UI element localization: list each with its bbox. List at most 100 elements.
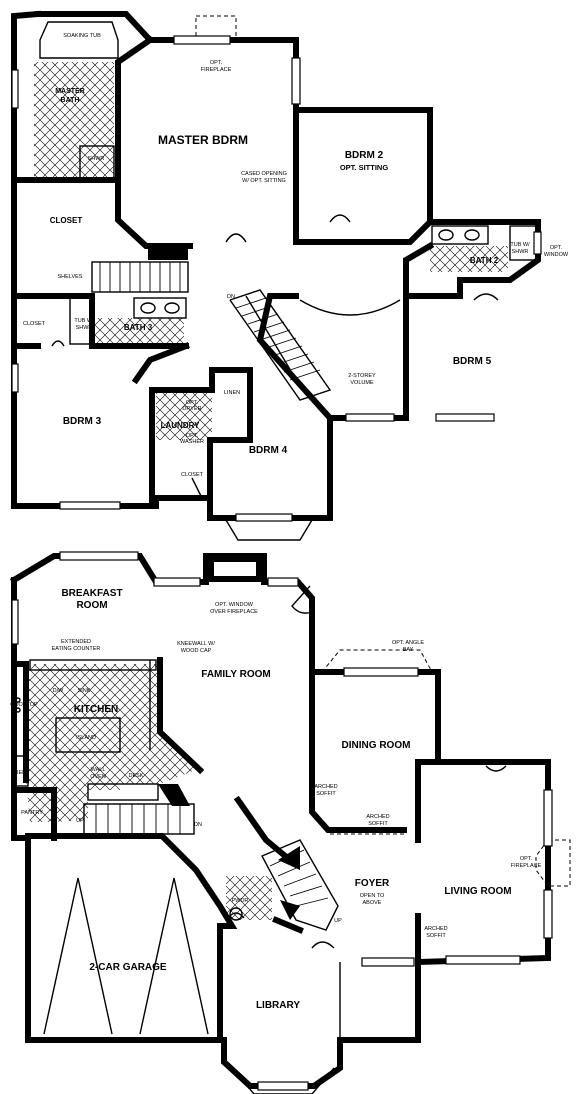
main-fireplace bbox=[206, 556, 264, 582]
label-opt-washer-2: WASHER bbox=[180, 439, 204, 445]
label-sink: SINK bbox=[78, 688, 91, 694]
label-foyer: FOYER bbox=[355, 878, 390, 889]
label-bdrm2: BDRM 2 bbox=[345, 150, 384, 161]
label-linen: LINEN bbox=[224, 390, 240, 396]
upper-windows bbox=[11, 35, 542, 522]
label-tub-shwr-2-1: TUB W/ bbox=[510, 242, 530, 248]
opt-angle-bay bbox=[321, 649, 433, 673]
label-pantry: PANTRY bbox=[21, 810, 43, 816]
label-garage: 2-CAR GARAGE bbox=[89, 962, 167, 973]
upper-interior-wall-a bbox=[11, 35, 155, 183]
upper-interior-wall-b bbox=[115, 177, 193, 249]
bath3-sinks bbox=[69, 297, 187, 345]
label-closet-master: CLOSET bbox=[50, 216, 83, 225]
label-opt-window-fp-2: OVER FIREPLACE bbox=[210, 609, 258, 615]
label-desk: DESK bbox=[129, 773, 144, 779]
label-closet-bdrm4: CLOSET bbox=[181, 472, 204, 478]
label-two-storey-1: 2-STOREY bbox=[348, 373, 376, 379]
main-windows bbox=[11, 551, 553, 1091]
label-library: LIBRARY bbox=[256, 1000, 300, 1011]
label-arched-soffit-3a: ARCHED bbox=[424, 926, 447, 932]
label-arched-soffit-3b: SOFFIT bbox=[426, 933, 446, 939]
label-open-to-above-2: ABOVE bbox=[363, 900, 382, 906]
label-soaking-tub: SOAKING TUB bbox=[63, 33, 101, 39]
label-shwr-master: SHWR bbox=[88, 156, 105, 162]
label-opt-dryer-2: DRYER bbox=[182, 406, 201, 412]
upper-floor-plan bbox=[11, 10, 542, 541]
label-open-to-above-1: OPEN TO bbox=[360, 893, 385, 899]
main-interior-wall-h bbox=[233, 795, 295, 865]
foyer-stairs bbox=[261, 839, 339, 931]
label-breakfast-room-2: ROOM bbox=[76, 600, 107, 611]
pwdr-tile bbox=[226, 876, 272, 920]
main-interior-wall-g bbox=[11, 787, 57, 841]
label-tub-shwr-3-1: TUB W/ bbox=[74, 318, 94, 324]
label-kneewall-1: KNEEWALL W/ bbox=[177, 641, 215, 647]
label-dw: D/W bbox=[53, 688, 65, 694]
main-floor-plan bbox=[9, 551, 571, 1094]
living-opt-fireplace bbox=[535, 839, 571, 887]
label-ref: REF bbox=[15, 770, 27, 776]
label-arched-soffit-1b: SOFFIT bbox=[316, 791, 336, 797]
label-opt-window-fp-1: OPT. WINDOW bbox=[215, 602, 254, 608]
upper-interior-wall-c bbox=[11, 293, 189, 349]
label-up-kitchen: UP bbox=[76, 818, 84, 824]
label-master-bath-1: MASTER bbox=[55, 88, 85, 95]
main-interior-wall-i bbox=[272, 916, 304, 934]
garage-door-tracks bbox=[43, 877, 209, 1035]
library-bay bbox=[231, 1067, 335, 1094]
label-kneewall-2: WOOD CAP bbox=[181, 648, 212, 654]
upper-rear-stair bbox=[91, 244, 189, 293]
laundry-tile bbox=[156, 392, 212, 440]
label-kitchen: KITCHEN bbox=[74, 704, 118, 715]
upper-stairs bbox=[229, 289, 332, 401]
label-shelves: SHELVES bbox=[58, 274, 83, 280]
label-dn-main: DN bbox=[194, 822, 202, 828]
label-opt-sitting: OPT. SITTING bbox=[340, 163, 389, 172]
label-closet-bdrm3: CLOSET bbox=[23, 321, 46, 327]
upper-interior-wall-j bbox=[131, 342, 190, 385]
label-opt-washer-1: OPT. bbox=[186, 433, 199, 439]
label-family-room: FAMILY ROOM bbox=[201, 669, 270, 680]
main-interior-wall-e bbox=[157, 657, 205, 775]
label-opt-fireplace-1: OPT. bbox=[210, 60, 223, 66]
label-dining-room: DINING ROOM bbox=[342, 740, 411, 751]
label-bath2: BATH 2 bbox=[470, 256, 499, 265]
main-labels: BREAKFAST ROOM OPT. WINDOW OVER FIREPLAC… bbox=[10, 588, 541, 1011]
label-opt-angle-bay-2: BAY bbox=[403, 647, 414, 653]
label-cased-opening-2: W/ OPT. SITTING bbox=[242, 178, 286, 184]
main-doors bbox=[227, 585, 507, 949]
main-interior-wall-b bbox=[415, 759, 441, 843]
label-bdrm4: BDRM 4 bbox=[249, 445, 288, 456]
label-arched-soffit-2b: SOFFIT bbox=[368, 821, 388, 827]
main-interior-wall-d bbox=[309, 759, 407, 833]
label-cooktop: COOKTOP bbox=[10, 702, 38, 708]
label-island: ISLAND bbox=[76, 735, 96, 741]
label-dn-upper: DN bbox=[227, 294, 235, 300]
label-tub-shwr-2-2: SHWR bbox=[512, 249, 529, 255]
arched-soffit-foyer bbox=[329, 827, 407, 835]
upper-doors bbox=[51, 214, 499, 499]
label-up-foyer: UP bbox=[334, 918, 342, 924]
label-opt-window-2: WINDOW bbox=[544, 252, 569, 258]
label-bdrm5: BDRM 5 bbox=[453, 356, 492, 367]
bdrm4-bay bbox=[225, 519, 313, 541]
label-pwdr: PWDR bbox=[232, 898, 249, 904]
label-opt-angle-bay-1: OPT. ANGLE bbox=[392, 640, 424, 646]
label-ext-counter-2: EATING COUNTER bbox=[52, 646, 101, 652]
label-opt-fp-living-2: FIREPLACE bbox=[511, 863, 542, 869]
front-porch bbox=[339, 962, 418, 1041]
label-bdrm3: BDRM 3 bbox=[63, 416, 102, 427]
upper-interior-wall-f bbox=[403, 241, 435, 299]
label-wall-oven-2: OVEN bbox=[90, 774, 106, 780]
label-arched-soffit-1a: ARCHED bbox=[314, 784, 337, 790]
upper-interior-wall-h bbox=[149, 367, 253, 521]
label-arched-soffit-2a: ARCHED bbox=[366, 814, 389, 820]
label-breakfast-room-1: BREAKFAST bbox=[61, 588, 122, 599]
main-interior-wall-f bbox=[11, 661, 29, 783]
master-shower bbox=[79, 145, 115, 179]
soaking-tub bbox=[39, 21, 119, 59]
kitchen-tile bbox=[26, 664, 196, 822]
label-wall-oven-1: WALL bbox=[91, 767, 106, 773]
